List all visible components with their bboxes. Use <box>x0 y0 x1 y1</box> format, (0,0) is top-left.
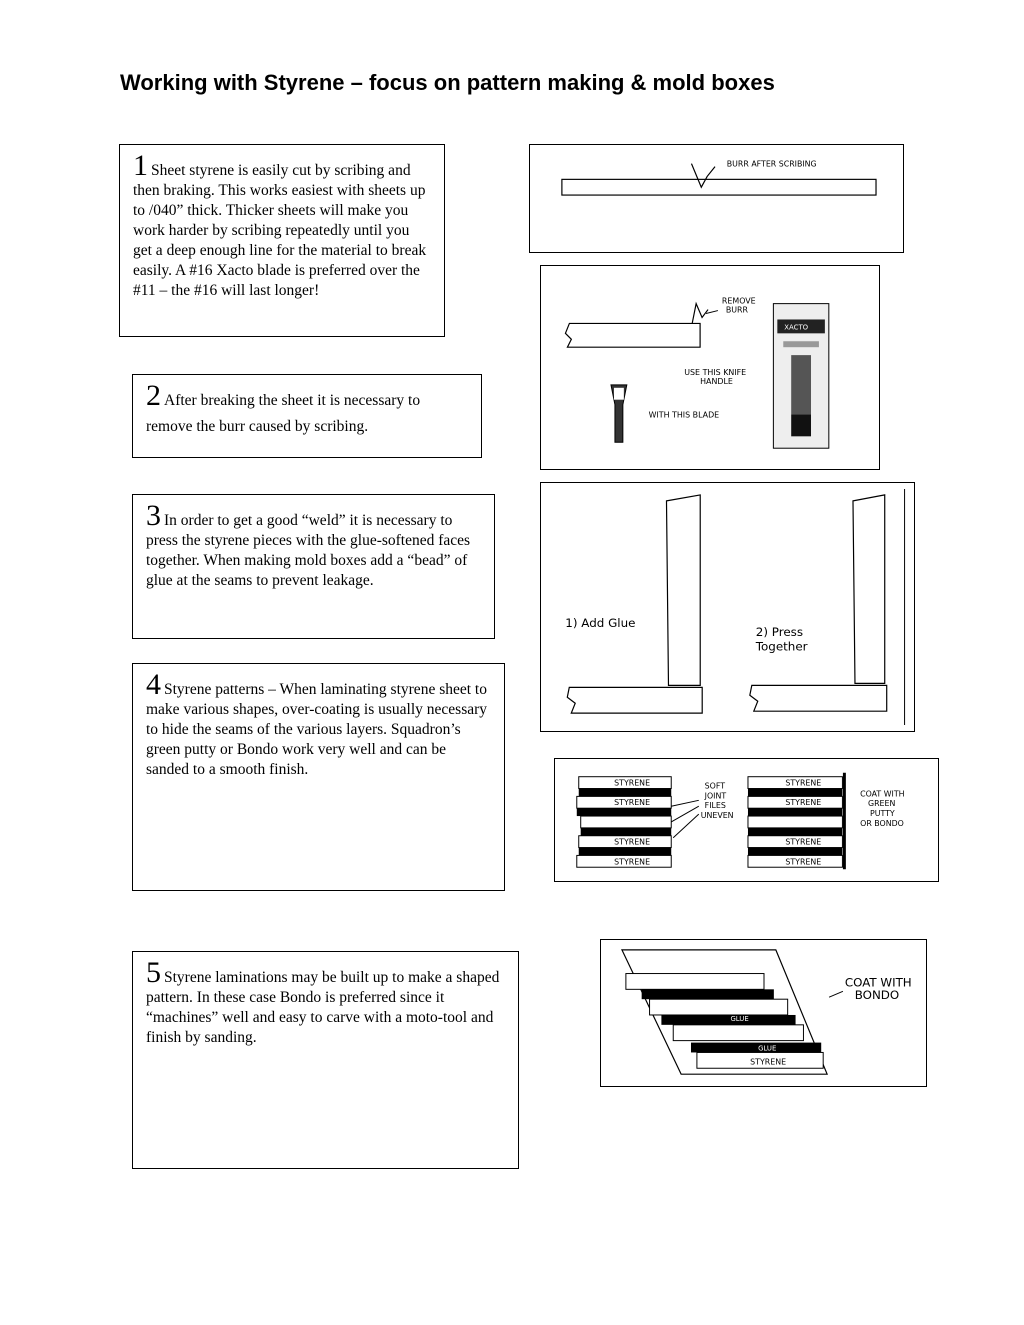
page-title: Working with Styrene – focus on pattern … <box>120 70 775 96</box>
layer-label: STYRENE <box>785 857 821 866</box>
step-number: 5 <box>146 956 161 989</box>
bondo-layer-label: GLUE <box>685 981 703 989</box>
knife-package-icon: XACTO <box>773 304 828 449</box>
soft-joint-label: FILES <box>705 801 726 810</box>
step-number: 2 <box>146 379 161 412</box>
coat-label: PUTTY <box>870 809 895 818</box>
lamination-figure: STYRENE STYRENE STYRENE STYRENE SOFT JOI… <box>554 758 939 882</box>
glue-diagram: 1) Add Glue 2) Press Together <box>541 483 914 731</box>
glue-figure: 1) Add Glue 2) Press Together <box>540 482 915 732</box>
bondo-layer-label: GLUE <box>730 1015 748 1023</box>
left-layer-stack: STYRENE STYRENE STYRENE STYRENE <box>577 777 671 868</box>
step-text: Styrene patterns – When laminating styre… <box>146 681 487 778</box>
knife-handle-label-2: HANDLE <box>700 377 733 386</box>
remove-burr-figure: REMOVE BURR USE THIS KNIFE HANDLE WITH T… <box>540 265 880 470</box>
blade-icon <box>611 385 627 442</box>
press-together-label-1: 2) Press <box>756 625 803 639</box>
right-layer-stack: STYRENE STYRENE STYRENE STYRENE <box>748 773 844 869</box>
burr-diagram: BURR AFTER SCRIBING <box>530 145 903 252</box>
brand-label: XACTO <box>784 323 808 331</box>
burr-label: BURR AFTER SCRIBING <box>727 160 817 169</box>
step-number: 1 <box>133 149 148 182</box>
remove-burr-label-1: REMOVE <box>722 297 756 306</box>
remove-burr-label-2: BURR <box>726 306 749 315</box>
soft-joint-label: JOINT <box>704 791 727 800</box>
bondo-layer-label: GLUE <box>758 1044 776 1052</box>
layer-label: STYRENE <box>785 779 821 788</box>
layer-label: STYRENE <box>785 798 821 807</box>
step-text: Styrene laminations may be built up to m… <box>146 969 499 1046</box>
bondo-figure: GLUE GLUE GLUE STYRENE COAT WITH BONDO <box>600 939 927 1087</box>
step-number: 4 <box>146 668 161 701</box>
lamination-diagram: STYRENE STYRENE STYRENE STYRENE SOFT JOI… <box>555 759 938 881</box>
layer-label: STYRENE <box>614 838 650 847</box>
add-glue-label: 1) Add Glue <box>565 616 635 630</box>
burr-figure: BURR AFTER SCRIBING <box>529 144 904 253</box>
step-text: After breaking the sheet it is necessary… <box>146 392 420 435</box>
coat-label: OR BONDO <box>860 819 904 828</box>
bondo-diagram: GLUE GLUE GLUE STYRENE COAT WITH BONDO <box>601 940 926 1086</box>
coat-label: COAT WITH <box>860 789 904 798</box>
soft-joint-label: UNEVEN <box>701 811 734 820</box>
step-text: Sheet styrene is easily cut by scribing … <box>133 162 426 299</box>
bondo-coat-label-2: BONDO <box>855 988 899 1002</box>
blade-label: WITH THIS BLADE <box>649 411 720 420</box>
step-text: In order to get a good “weld” it is nece… <box>146 512 470 589</box>
step-number: 3 <box>146 499 161 532</box>
bondo-layer-label: STYRENE <box>750 1057 786 1066</box>
remove-burr-diagram: REMOVE BURR USE THIS KNIFE HANDLE WITH T… <box>541 266 879 469</box>
layer-label: STYRENE <box>614 779 650 788</box>
layer-label: STYRENE <box>614 857 650 866</box>
soft-joint-label: SOFT <box>705 782 726 791</box>
knife-handle-label-1: USE THIS KNIFE <box>684 368 746 377</box>
coat-label: GREEN <box>868 799 895 808</box>
press-together-label-2: Together <box>755 640 808 654</box>
layer-label: STYRENE <box>614 798 650 807</box>
layer-label: STYRENE <box>785 838 821 847</box>
